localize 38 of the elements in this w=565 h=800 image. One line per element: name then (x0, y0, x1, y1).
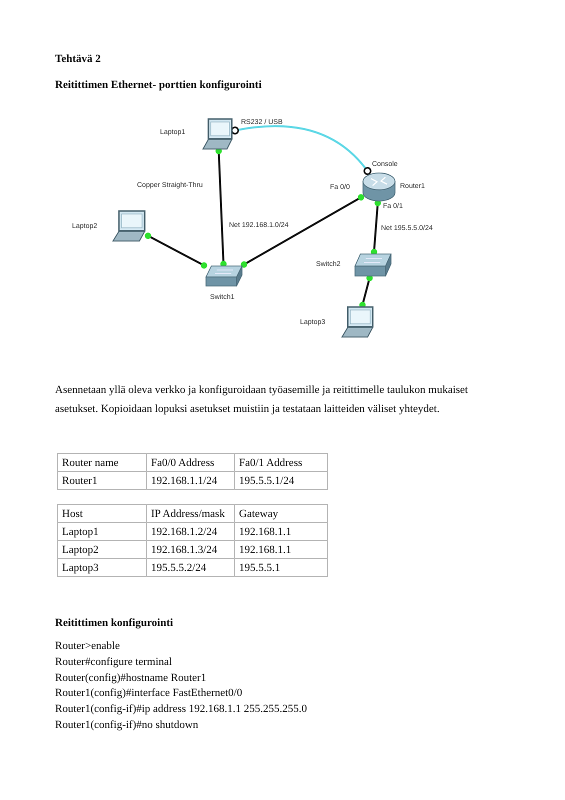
section-heading: Reitittimen Ethernet- porttien konfigurointi (55, 79, 262, 91)
table-cell: Host (58, 504, 146, 522)
table-cell: Laptop2 (58, 540, 146, 558)
command-line: Router1(config-if)#ip address 192.168.1.1 255.255.255.0 (55, 703, 308, 716)
table-cell: Fa0/0 Address (146, 454, 234, 472)
laptop-node (160, 117, 235, 151)
table-cell: Gateway (234, 504, 328, 522)
switch-node (316, 252, 393, 278)
table-cell: 195.5.5.1 (234, 558, 328, 576)
table-cell: 195.5.5.2/24 (146, 558, 234, 576)
table-cell: Laptop3 (58, 558, 146, 576)
table-cell: IP Address/mask (146, 504, 234, 522)
page-title: Tehtävä 2 (55, 53, 101, 65)
ethernet-cable (216, 148, 227, 268)
ethernet-cable (240, 194, 364, 268)
table-cell: 192.168.1.1 (234, 540, 328, 558)
console-cable (231, 125, 372, 175)
ethernet-cable (144, 232, 208, 269)
section-heading: Reitittimen konfigurointi (55, 617, 174, 629)
table-cell: Fa0/1 Address (234, 454, 328, 472)
table-cell: 195.5.5.1/24 (234, 472, 328, 490)
table-cell: Laptop1 (58, 522, 146, 540)
laptop-node (300, 305, 376, 339)
command-line: Router>enable (55, 640, 120, 652)
table-cell: Router name (58, 454, 146, 472)
table-cell: 192.168.1.2/24 (146, 522, 234, 540)
table-cell: 192.168.1.3/24 (146, 540, 234, 558)
command-line: Router(config)#hostname Router1 (55, 672, 206, 684)
command-line: Router1(config-if)#no shutdown (55, 719, 198, 731)
ethernet-cable (370, 200, 381, 256)
table-cell: 192.168.1.1 (234, 522, 328, 540)
paragraph: Asennetaan yllä oleva verkko ja konfiguroidaan työasemille ja reitittimelle taulukon mukaiset asetukset. Kopioidaan lopuksi asetukset muistiin ja testataan laitteiden väliset yhteydet. (55, 383, 469, 417)
table-cell: 192.168.1.1/24 (146, 472, 234, 490)
command-line: Router1(config)#interface FastEthernet0/0 (55, 687, 242, 700)
command-line: Router#configure terminal (55, 656, 172, 668)
table-cell: Router1 (58, 472, 146, 490)
ethernet-cable (359, 274, 373, 308)
laptop-node (72, 209, 148, 243)
